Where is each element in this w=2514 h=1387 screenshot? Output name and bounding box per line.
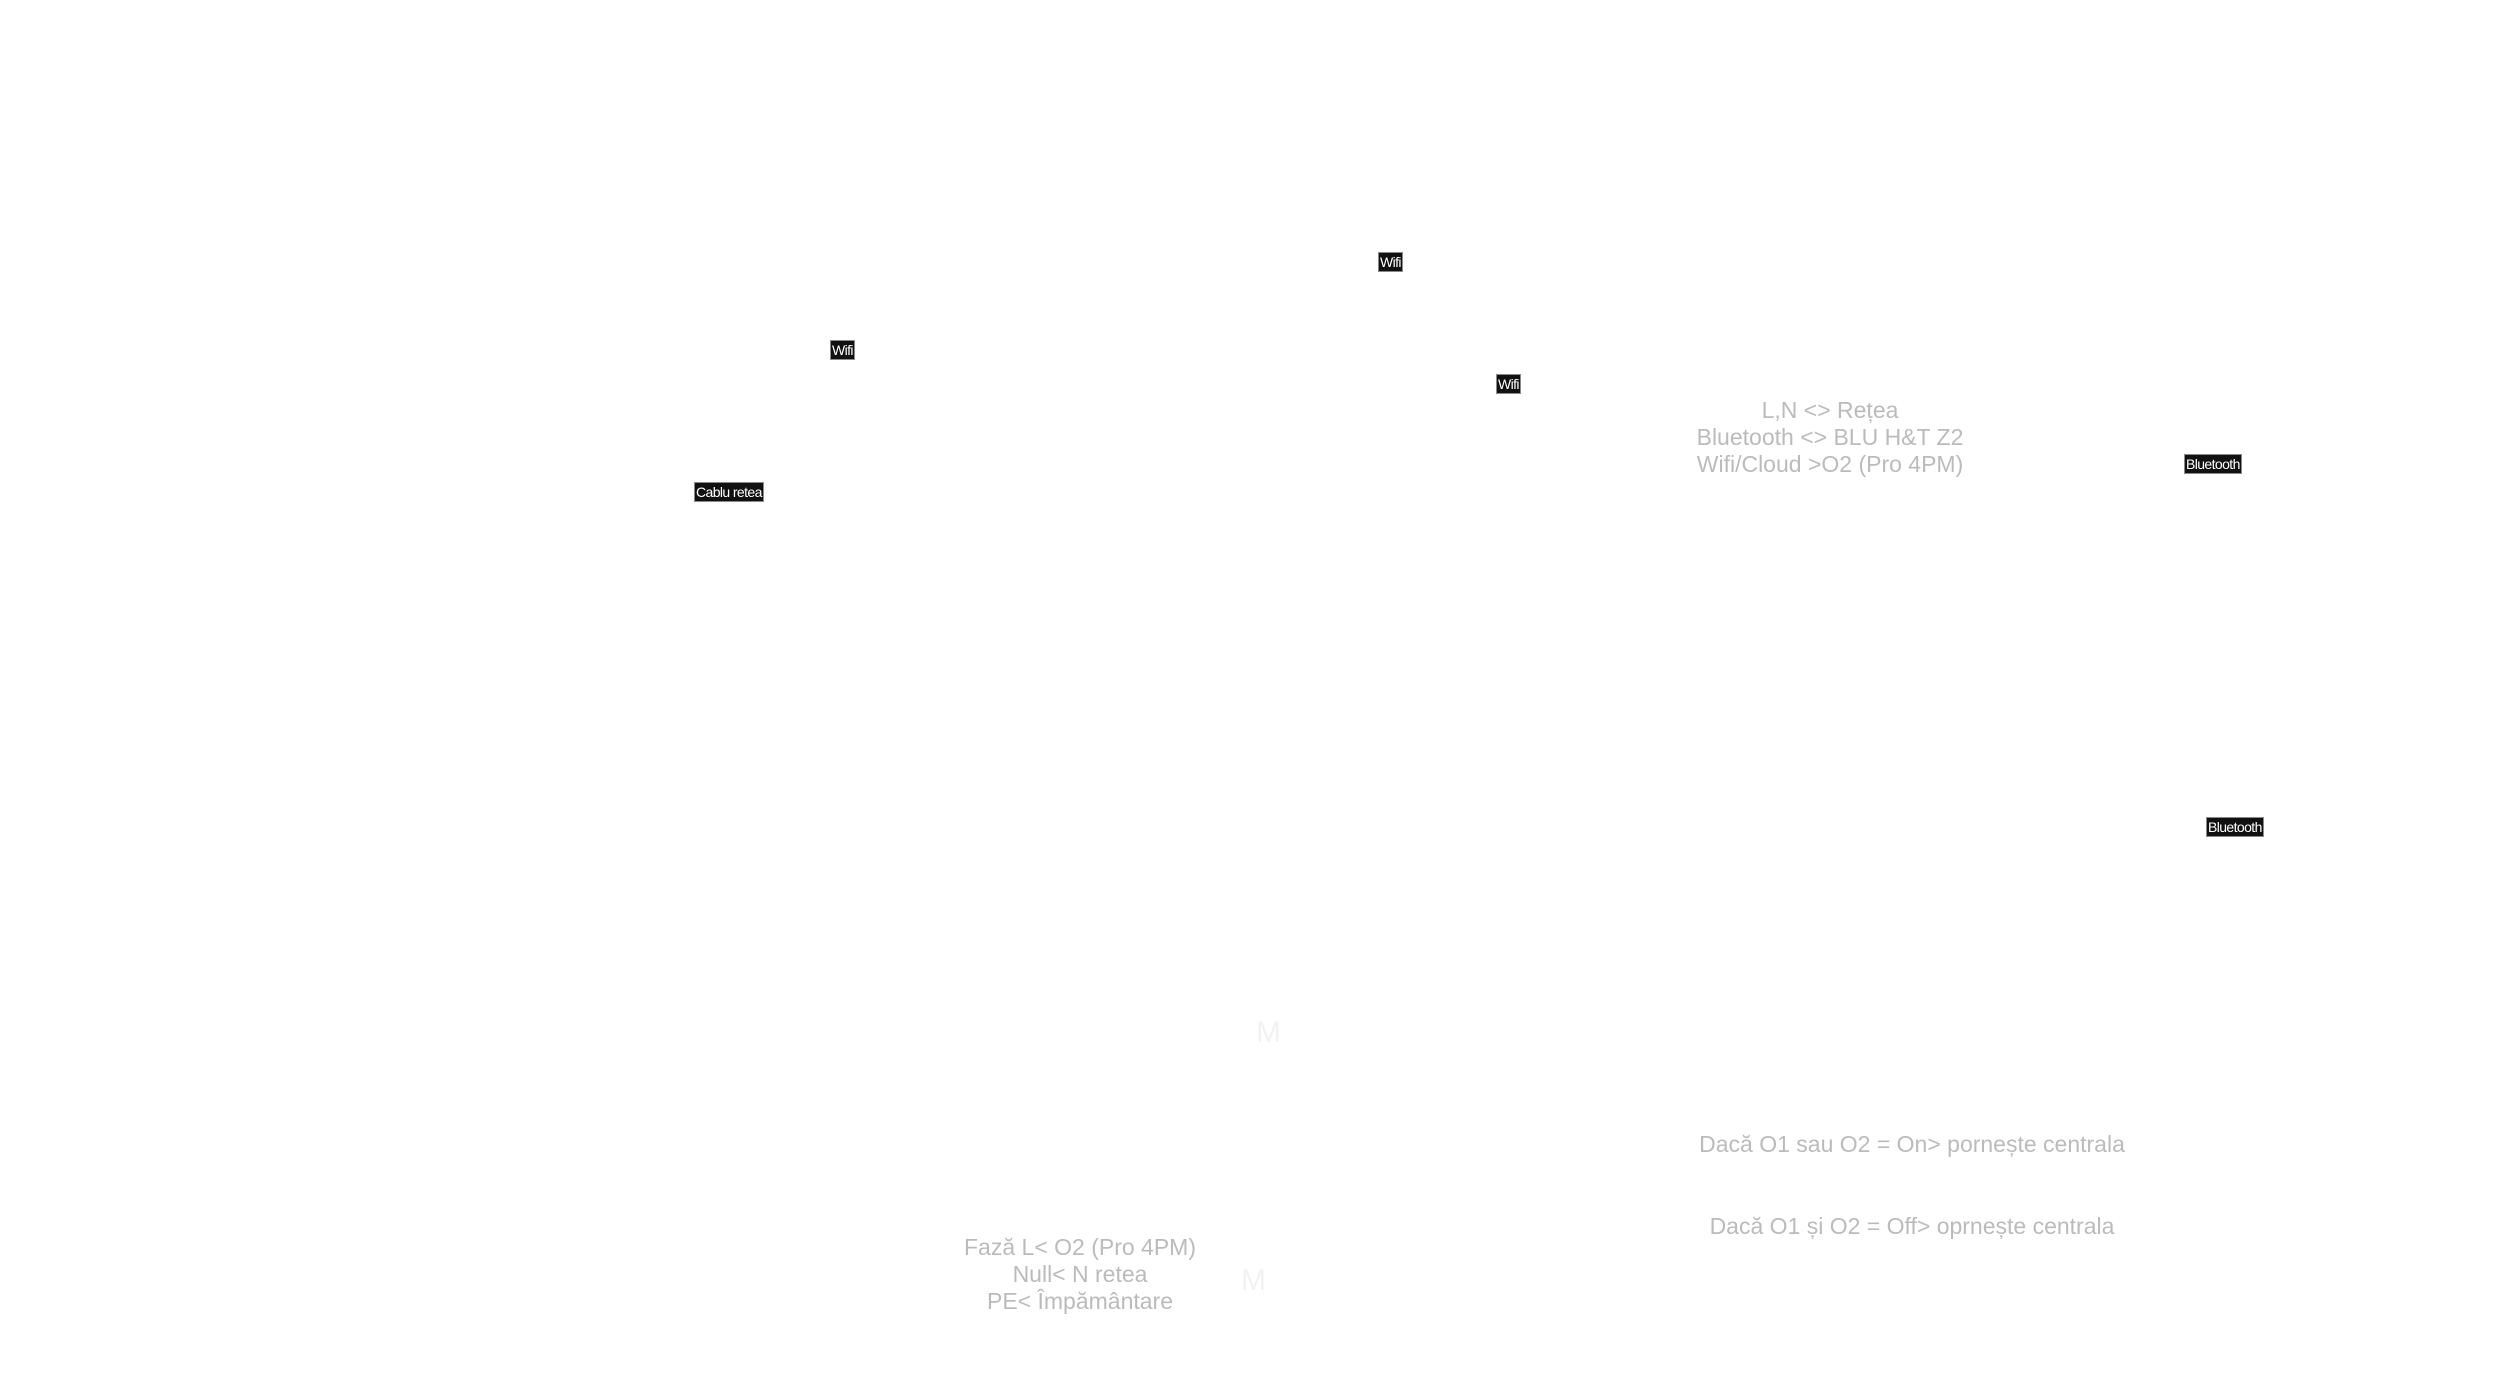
device-note-top-right: L,N <> Rețea Bluetooth <> BLU H&T Z2 Wif… [1688, 397, 1972, 478]
logic-rule-off: Dacă O1 și O2 = Off> oprnește centrala [1709, 1213, 2115, 1239]
note-line: L,N <> Rețea [1761, 397, 1899, 423]
ghost-glyph: M [1241, 1264, 1266, 1297]
wifi-connection-label-mid: Wifi [1496, 374, 1521, 394]
note-line: PE< Împământare [986, 1288, 1173, 1314]
wifi-connection-label-left: Wifi [830, 340, 855, 360]
bluetooth-connection-label-bottom: Bluetooth [2206, 817, 2264, 837]
logic-rule-on: Dacă O1 sau O2 = On> pornește centrala [1699, 1131, 2125, 1157]
ghost-glyph: M [1256, 1016, 1281, 1049]
wifi-connection-label-top: Wifi [1378, 252, 1403, 272]
note-line: Bluetooth <> BLU H&T Z2 [1696, 424, 1964, 450]
note-line: Null< N retea [1012, 1261, 1148, 1287]
note-line: Fază L< O2 (Pro 4PM) [964, 1234, 1196, 1260]
device-note-bottom-left: Fază L< O2 (Pro 4PM) Null< N retea PE< Î… [955, 1234, 1205, 1315]
note-line: Wifi/Cloud >O2 (Pro 4PM) [1696, 451, 1964, 477]
bluetooth-connection-label-top: Bluetooth [2184, 454, 2242, 474]
cable-connection-label: Cablu retea [694, 482, 764, 502]
